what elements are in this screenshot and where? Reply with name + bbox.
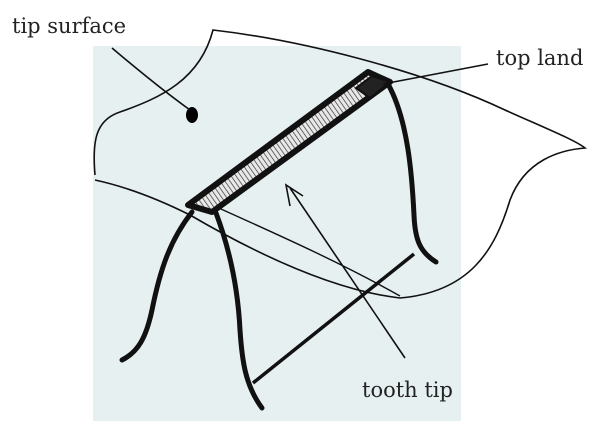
tooth-tip-label: tooth tip — [362, 378, 453, 402]
tip-surface-dot — [186, 107, 198, 123]
top-land-label: top land — [496, 46, 583, 70]
tip-surface-label: tip surface — [12, 14, 126, 38]
